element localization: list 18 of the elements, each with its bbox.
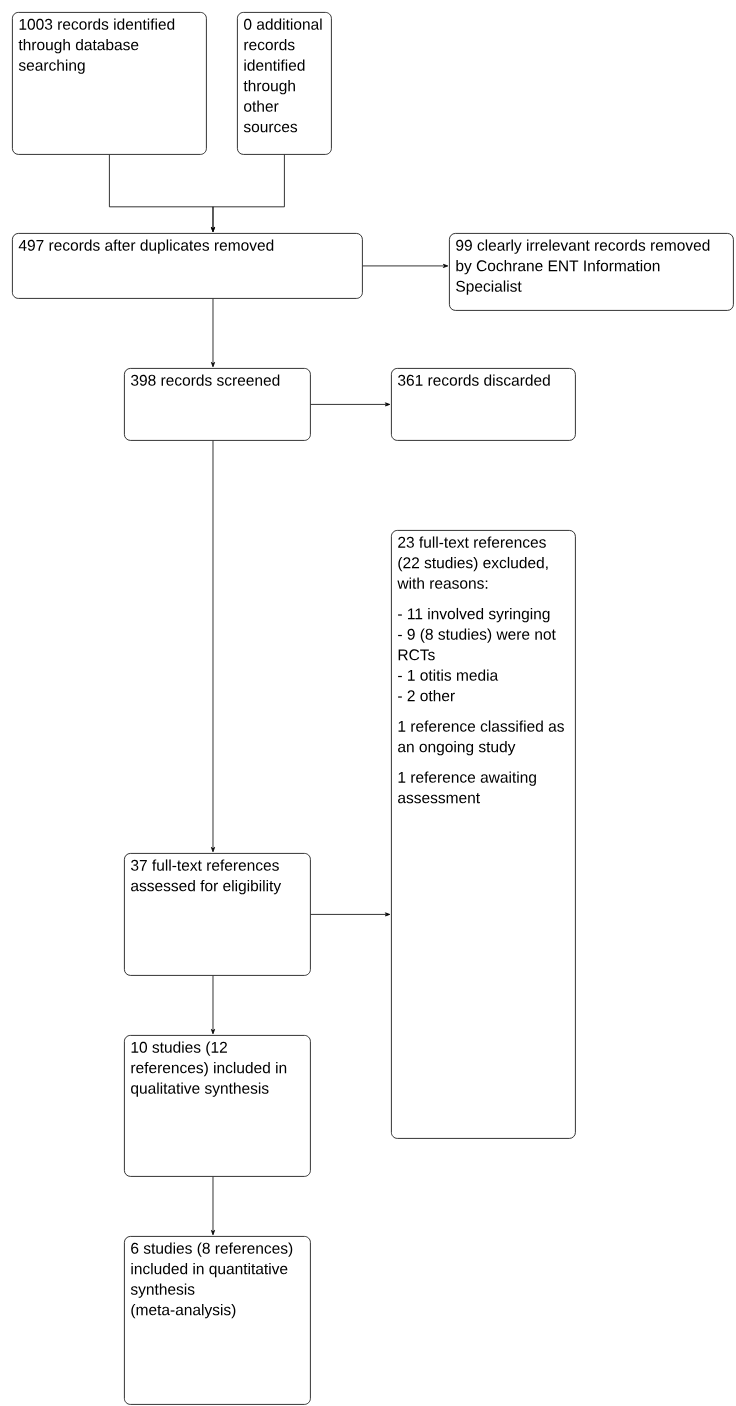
- arrow: [310, 912, 391, 917]
- arrow: [310, 402, 391, 407]
- process-box: 0 additional records identified through other sources: [237, 12, 332, 155]
- arrow: [211, 975, 215, 1035]
- arrow: [211, 154, 285, 233]
- process-box: 23 full-text references (22 studies) excluded, with reasons: - 11 involved syringing - 9 (8 studies) were not RCTs - 1 otitis media - 2 other 1 reference classified as an ongoing study 1 reference awaiting assessment: [391, 530, 576, 1139]
- process-box: 497 records after duplicates removed: [12, 233, 363, 299]
- process-box: 37 full-text references assessed for eligibility: [124, 853, 311, 976]
- arrow: [211, 1176, 215, 1236]
- arrow: [362, 263, 449, 268]
- process-box: 6 studies (8 references) included in quantitative synthesis (meta-analysis): [124, 1236, 311, 1405]
- arrow: [211, 440, 215, 853]
- arrow: [211, 298, 215, 368]
- process-box: 1003 records identified through database searching: [12, 12, 207, 155]
- process-box: 10 studies (12 references) included in qualitative synthesis: [124, 1035, 311, 1177]
- process-box: 99 clearly irrelevant records removed by Cochrane ENT Information Specialist: [449, 233, 734, 311]
- process-box: 398 records screened: [124, 368, 311, 441]
- process-box: 361 records discarded: [391, 368, 576, 441]
